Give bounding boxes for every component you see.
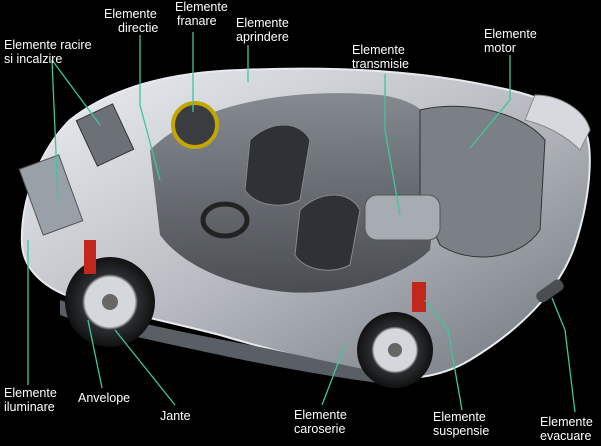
exhaust-pipe — [536, 279, 564, 303]
radiator — [18, 154, 84, 236]
label-line: franare — [177, 14, 217, 28]
label-line: evacuare — [540, 429, 592, 443]
car-side-sill — [60, 300, 395, 385]
leader-lines — [27, 32, 576, 413]
leader-directie — [139, 35, 161, 181]
label-line: caroserie — [294, 422, 346, 436]
leader-jante — [114, 329, 176, 406]
label-elemente-transmisie: Elemente transmisie — [352, 43, 409, 71]
label-line: Elemente — [433, 410, 486, 424]
label-elemente-aprindere: Elemente aprindere — [236, 16, 289, 44]
leader-anvelope — [87, 319, 103, 389]
rear-rim-hub — [388, 343, 402, 357]
label-line: Elemente — [4, 386, 57, 400]
front-suspension-spring — [84, 240, 96, 274]
label-elemente-franare: Elemente franare — [175, 0, 228, 28]
label-elemente-racire: Elemente racire si incalzire — [4, 38, 92, 66]
front-brake — [171, 101, 219, 149]
label-line: suspensie — [433, 424, 490, 438]
leader-evacuare — [551, 297, 576, 413]
rear-suspension-spring — [412, 282, 426, 312]
label-line: iluminare — [4, 400, 55, 414]
leader-caroserie — [321, 344, 346, 406]
label-line: Elemente — [175, 0, 228, 14]
label-jante: Jante — [160, 409, 191, 423]
label-line: Elemente — [352, 43, 405, 57]
engine-block — [419, 105, 546, 258]
label-line: Elemente — [236, 16, 289, 30]
label-line: Jante — [160, 409, 191, 423]
leader-racire-1 — [51, 59, 59, 201]
label-elemente-evacuare: Elemente evacuare — [540, 415, 593, 443]
label-line: Elemente racire — [4, 38, 92, 52]
label-line: Anvelope — [78, 391, 131, 405]
front-seat-right — [294, 194, 361, 271]
leader-motor — [469, 55, 511, 149]
label-line: Elemente — [294, 408, 347, 422]
label-elemente-suspensie: Elemente suspensie — [433, 410, 489, 438]
front-rim-hub — [102, 294, 118, 310]
label-line: Elemente — [484, 27, 537, 41]
label-line: Elemente — [104, 7, 157, 21]
leader-transmisie — [384, 74, 401, 216]
rear-spoiler — [524, 94, 591, 151]
label-elemente-caroserie: Elemente caroserie — [294, 408, 347, 436]
cooling-unit — [75, 103, 135, 167]
label-anvelope: Anvelope — [78, 391, 130, 405]
leader-racire-2 — [51, 59, 101, 126]
label-elemente-motor: Elemente motor — [484, 27, 537, 55]
label-line: Elemente — [540, 415, 593, 429]
leader-suspensie — [424, 299, 463, 411]
label-line: directie — [118, 21, 159, 35]
label-elemente-directie: Elemente directie — [104, 7, 158, 35]
label-line: transmisie — [352, 57, 409, 71]
label-line: motor — [484, 41, 516, 55]
front-seat-left — [244, 124, 311, 206]
label-line: si incalzire — [4, 52, 63, 66]
label-line: aprindere — [236, 30, 289, 44]
label-elemente-iluminare: Elemente iluminare — [4, 386, 57, 414]
transmission — [364, 194, 441, 241]
steering-wheel — [200, 201, 250, 239]
